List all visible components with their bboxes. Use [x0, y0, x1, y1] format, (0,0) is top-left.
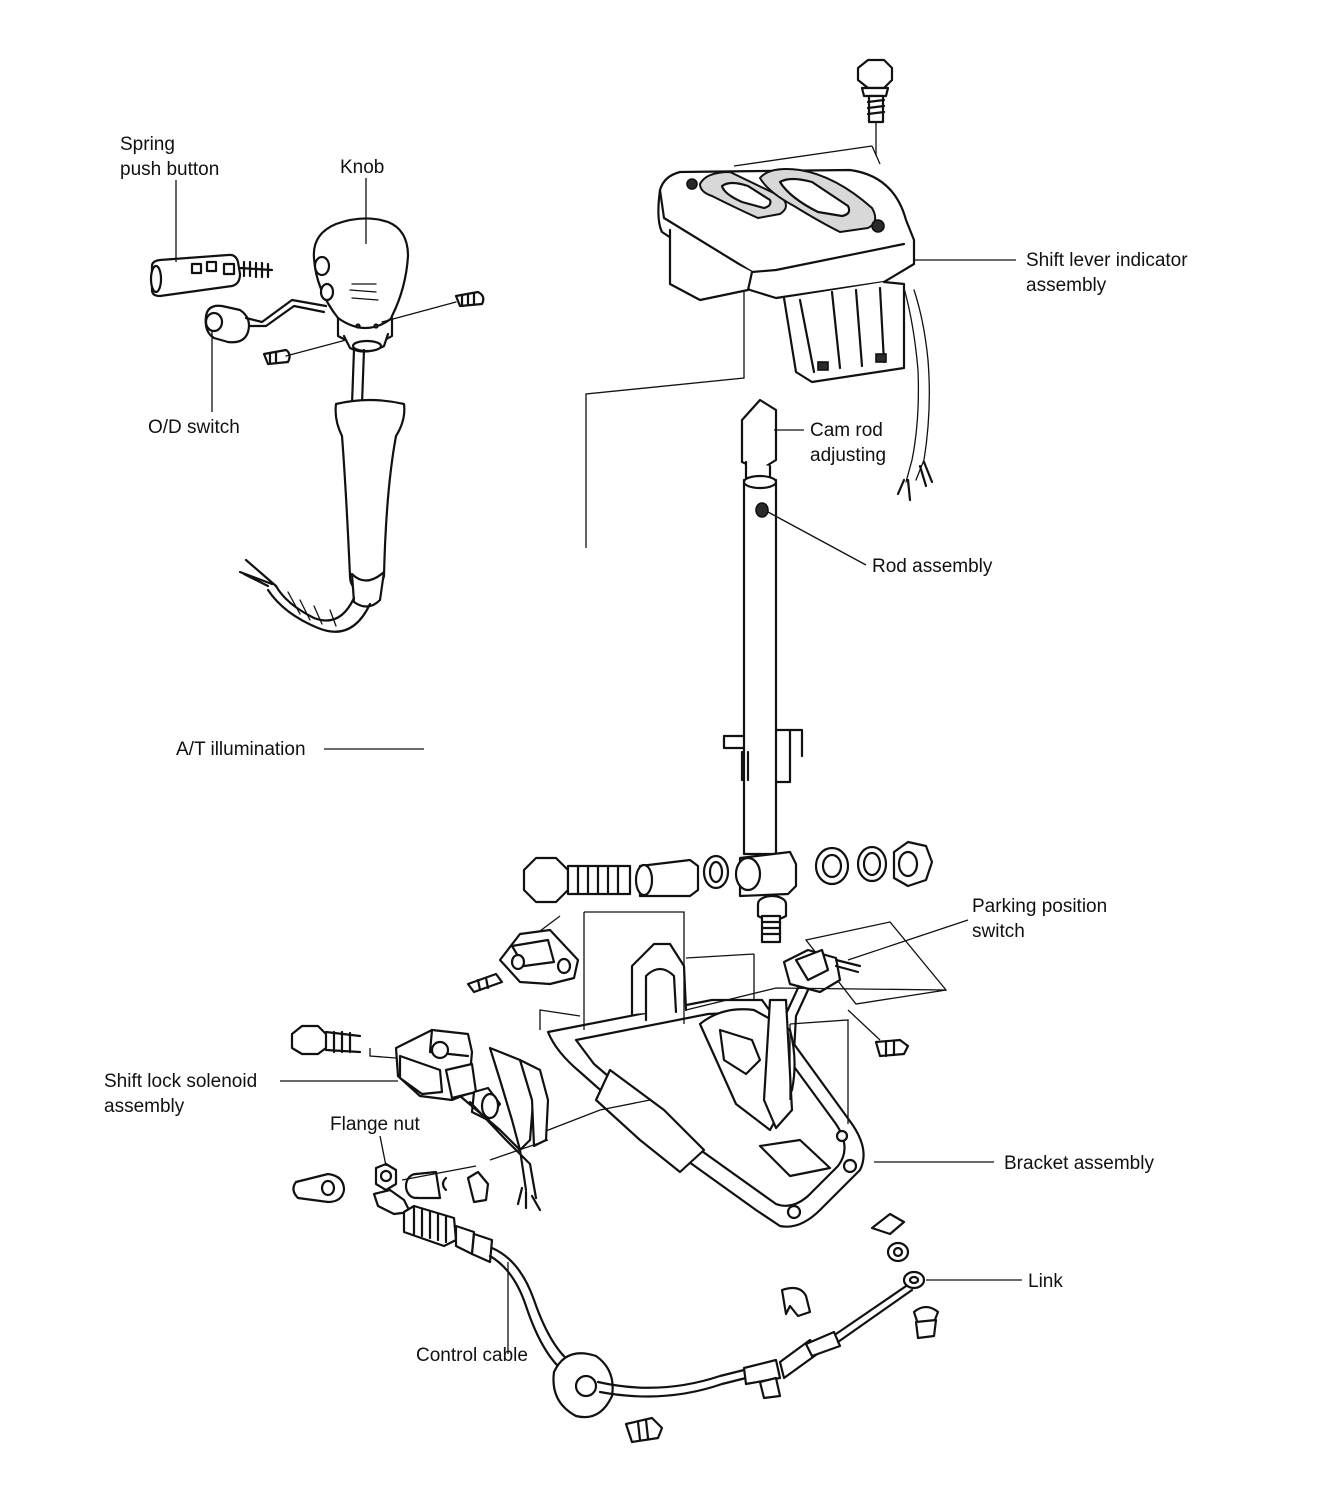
solenoid-part	[290, 1024, 550, 1212]
indicator-cover	[585, 145, 934, 548]
link-small-parts	[780, 1212, 940, 1340]
parking-switch-part	[782, 921, 948, 1058]
label-od-switch: O/D switch	[148, 417, 240, 438]
label-control-cable: Control cable	[416, 1345, 528, 1366]
indicator-bolt	[856, 58, 894, 156]
control-cable-part	[402, 1204, 926, 1444]
label-flange-nut: Flange nut	[330, 1114, 420, 1135]
label-parking-position-switch: Parking position switch	[972, 896, 1108, 942]
small-hardware-parts	[292, 1139, 549, 1216]
label-shift-lock-solenoid: Shift lock solenoid assembly	[104, 1071, 258, 1117]
pivot-bolt	[756, 894, 788, 944]
label-bracket-assembly: Bracket assembly	[1004, 1153, 1154, 1174]
label-at-illumination: A/T illumination	[176, 739, 306, 760]
knob-screws	[262, 290, 485, 366]
od-switch-part	[204, 298, 328, 344]
pivot-hardware-row	[522, 840, 934, 904]
push-button-part	[149, 253, 274, 298]
label-cam-rod-adjusting: Cam rod adjusting	[810, 420, 887, 466]
knob-part	[312, 217, 410, 353]
bracket-assembly-part	[519, 911, 947, 1228]
leader-lines	[175, 178, 1022, 1354]
bracket-hinge-clip	[466, 928, 580, 994]
shift-lever-grip	[238, 348, 406, 633]
label-knob: Knob	[340, 157, 385, 178]
label-shift-lever-indicator: Shift lever indicator assembly	[1026, 250, 1188, 296]
rod-assembly-part	[722, 398, 804, 856]
label-link: Link	[1028, 1271, 1063, 1292]
label-spring-push-button: Spring push button	[120, 134, 220, 180]
label-rod-assembly: Rod assembly	[872, 556, 993, 577]
